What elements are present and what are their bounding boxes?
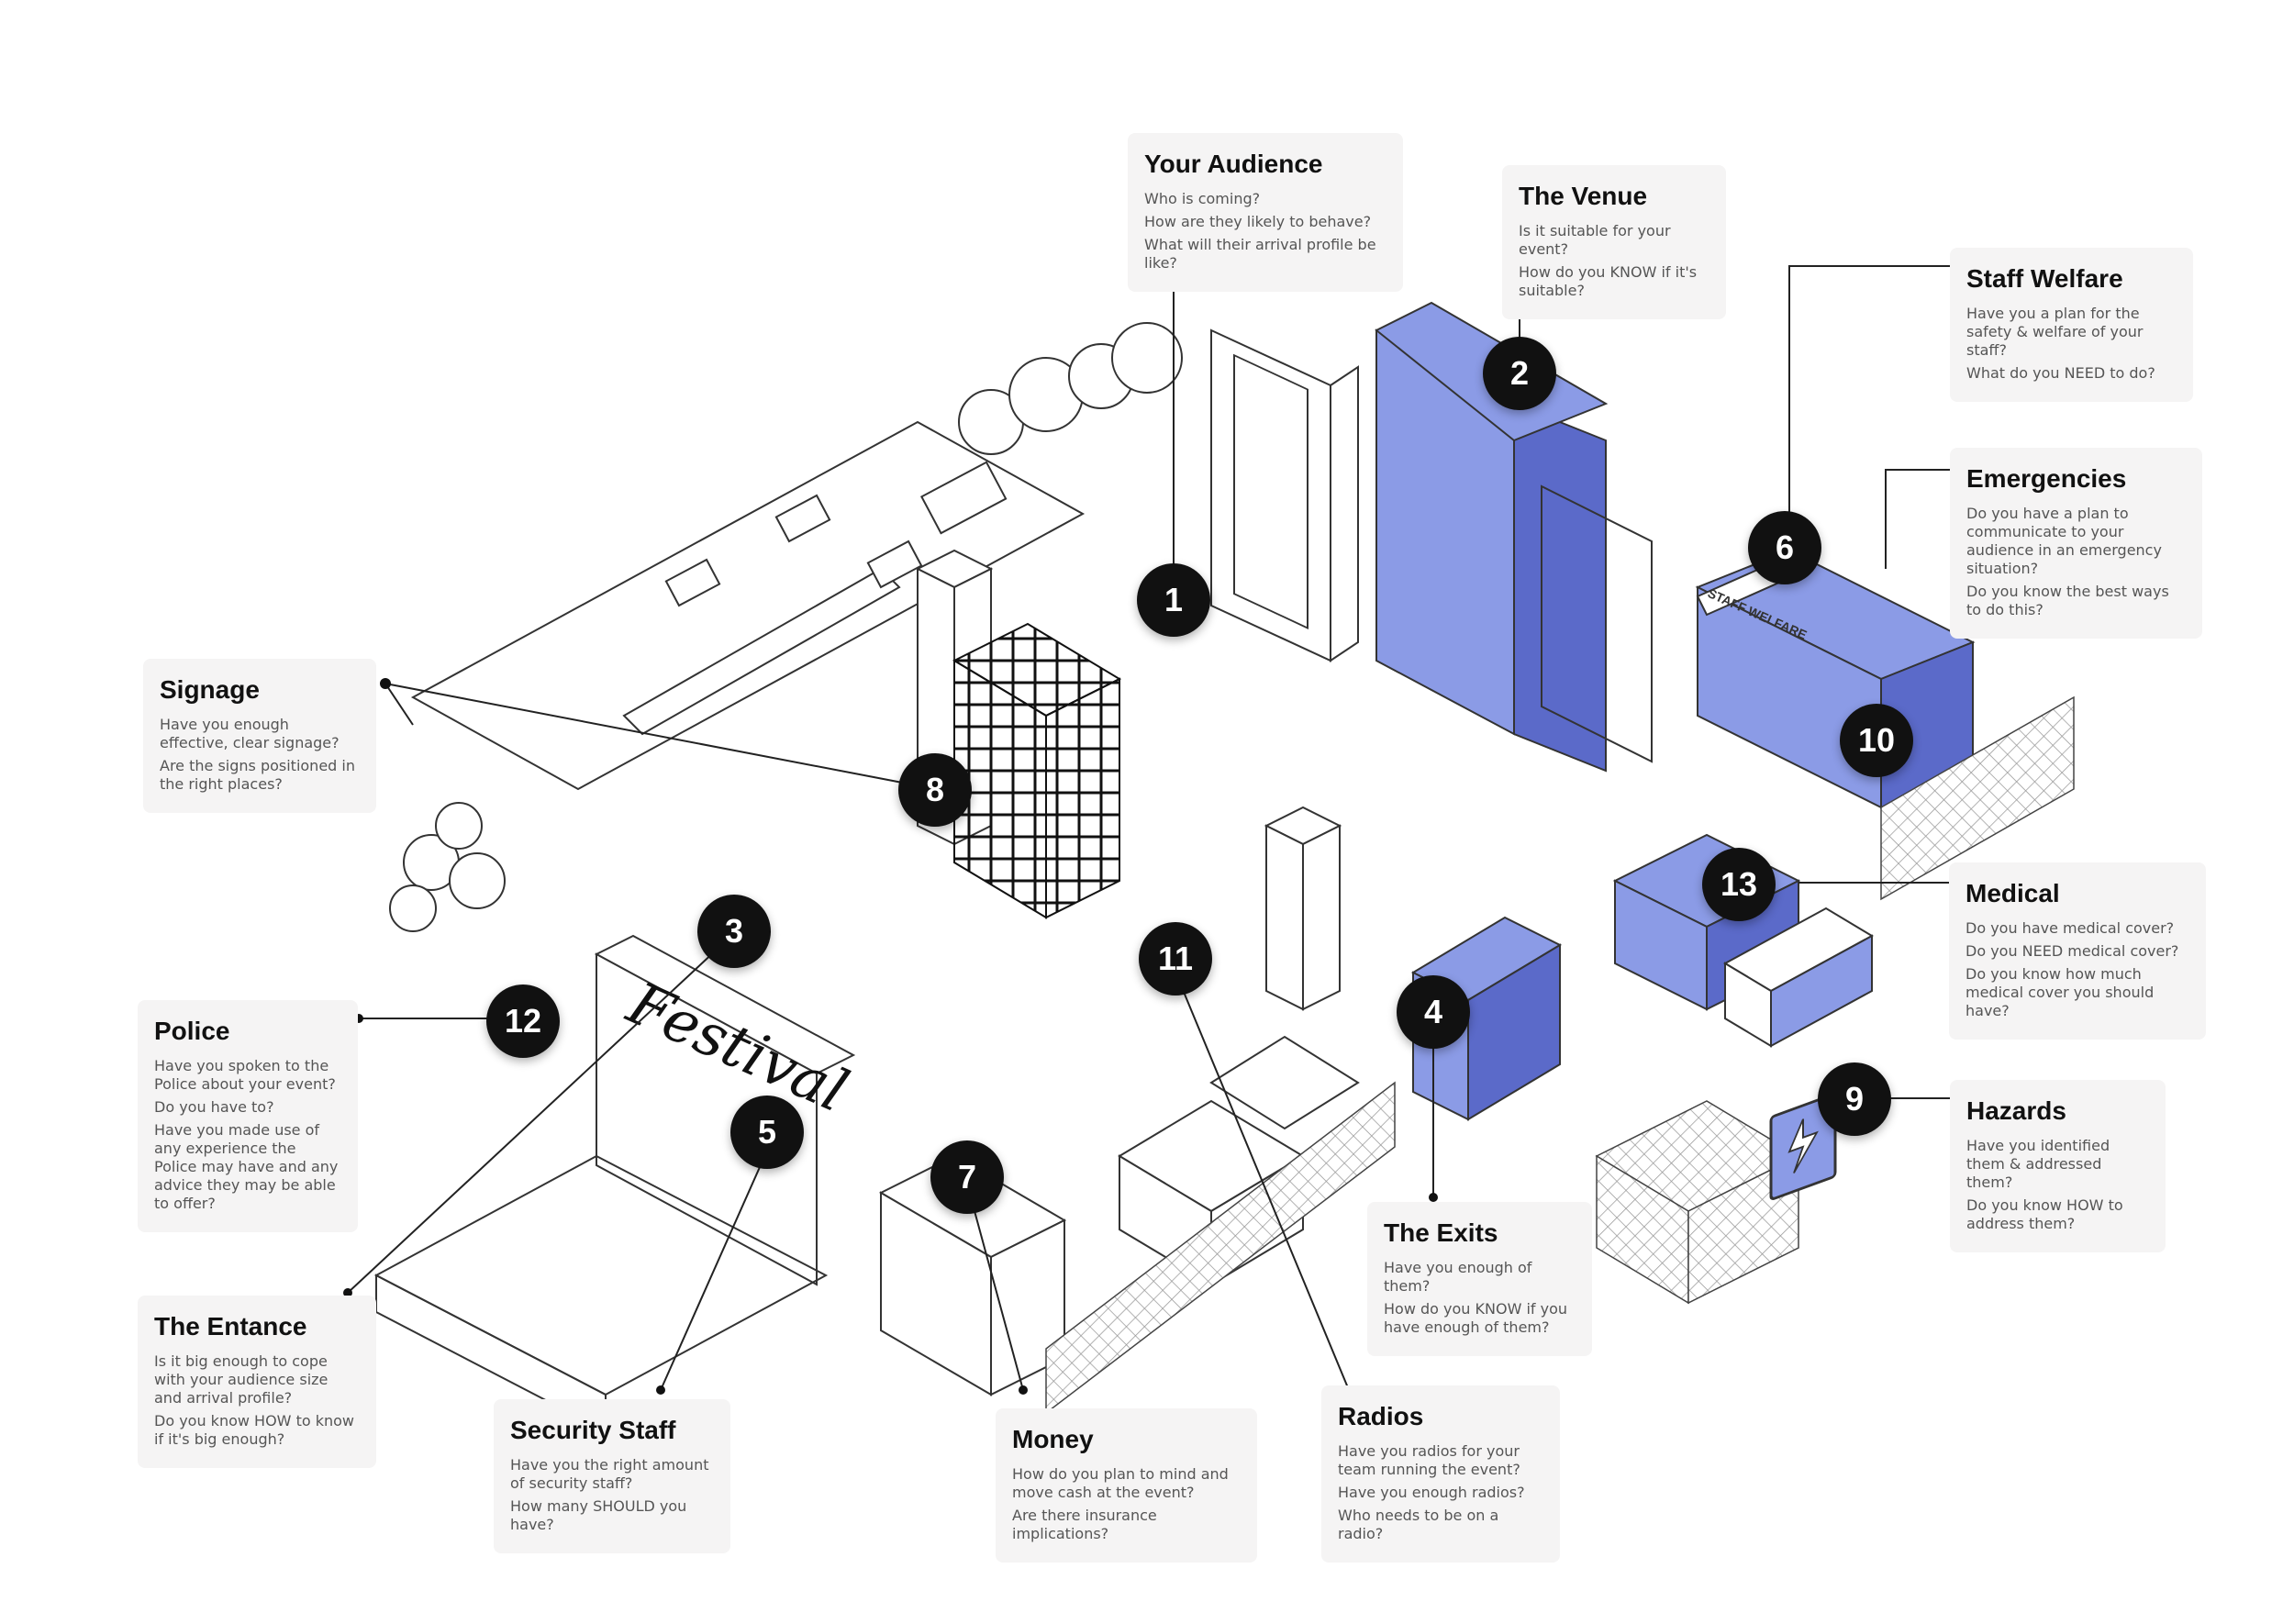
card-line: Do you know how much medical cover you s… [1965,965,2155,1019]
card-line: Is it suitable for your event? [1519,222,1671,258]
card-line: Have you identified them & addressed the… [1966,1137,2110,1191]
marker-5: 5 [730,1096,804,1169]
card-title: Medical [1965,879,2060,907]
card-line: What do you NEED to do? [1966,364,2155,382]
card-line: Have you spoken to the Police about your… [154,1057,336,1093]
marker-7: 7 [930,1140,1004,1214]
trees-left [389,802,506,932]
parking-area [410,420,1086,791]
card-your-audience: Your Audience Who is coming? How are the… [1128,133,1403,292]
card-line: How do you plan to mind and move cash at… [1012,1465,1229,1501]
card-hazards: Hazards Have you identified them & addre… [1950,1080,2166,1252]
card-line: How do you KNOW if you have enough of th… [1384,1300,1568,1336]
card-line: Do you have medical cover? [1965,919,2175,937]
ambulance [1722,907,1875,1048]
card-title: The Venue [1519,182,1648,210]
card-title: Emergencies [1966,464,2127,493]
welfare-building: STAFF WELFARE [1695,549,1976,809]
card-line: Do you NEED medical cover? [1965,942,2179,960]
marker-1: 1 [1137,563,1210,637]
card-title: Money [1012,1425,1094,1453]
card-line: What will their arrival profile be like? [1144,236,1376,272]
card-title: Signage [160,675,260,704]
card-title: The Exits [1384,1218,1498,1247]
scaffold-structure [952,622,1122,919]
marker-8: 8 [898,753,972,827]
card-line: Have you made use of any experience the … [154,1121,339,1212]
fence-bottom-center [1045,1081,1396,1415]
marker-10: 10 [1840,704,1913,777]
card-line: Who needs to be on a radio? [1338,1507,1499,1542]
marker-11: 11 [1139,922,1212,996]
card-title: Hazards [1966,1096,2066,1125]
entrance-arch: Festival [594,934,857,1286]
card-title: Your Audience [1144,150,1323,178]
card-line: Do you know HOW to address them? [1966,1196,2123,1232]
card-police: Police Have you spoken to the Police abo… [138,1000,358,1232]
card-line: Have you enough radios? [1338,1484,1525,1501]
card-radios: Radios Have you radios for your team run… [1321,1385,1560,1563]
card-the-entance: The Entance Is it big enough to cope wit… [138,1296,376,1468]
card-line: Are there insurance implications? [1012,1507,1157,1542]
card-line: How are they likely to behave? [1144,213,1372,230]
card-line: Do you know HOW to know if it's big enou… [154,1412,355,1448]
card-title: Radios [1338,1402,1424,1430]
marker-6: 6 [1748,511,1821,584]
marker-12: 12 [486,984,560,1058]
hazard-enclosure [1595,1093,1837,1305]
marker-2: 2 [1483,337,1556,410]
card-line: Have you the right amount of security st… [510,1456,709,1492]
trees-top [958,322,1183,455]
card-line: Is it big enough to cope with your audie… [154,1352,329,1407]
card-title: Police [154,1017,230,1045]
marker-13: 13 [1702,848,1776,921]
card-security-staff: Security Staff Have you the right amount… [494,1399,730,1553]
marker-3: 3 [697,895,771,968]
card-line: Are the signs positioned in the right pl… [160,757,355,793]
card-line: Who is coming? [1144,190,1261,207]
card-line: Do you have a plan to communicate to you… [1966,505,2162,577]
card-staff-welfare: Staff Welfare Have you a plan for the sa… [1950,248,2193,402]
card-line: Have you radios for your team running th… [1338,1442,1520,1478]
card-the-venue: The Venue Is it suitable for your event?… [1502,165,1726,319]
card-title: Security Staff [510,1416,676,1444]
marker-4: 4 [1397,975,1470,1049]
card-title: Staff Welfare [1966,264,2123,293]
card-line: How do you KNOW if it's suitable? [1519,263,1698,299]
card-line: Have you a plan for the safety & welfare… [1966,305,2144,359]
card-line: How many SHOULD you have? [510,1497,687,1533]
card-line: Have you enough effective, clear signage… [160,716,340,751]
marker-9: 9 [1818,1062,1891,1136]
big-screen [1210,328,1359,662]
fence-right [1880,695,2075,901]
leader-lines [347,265,1977,1391]
card-title: The Entance [154,1312,307,1340]
card-money: Money How do you plan to mind and move c… [996,1408,1257,1563]
card-line: Do you have to? [154,1098,274,1116]
card-the-exits: The Exits Have you enough of them? How d… [1367,1202,1592,1356]
card-emergencies: Emergencies Do you have a plan to commun… [1950,448,2202,639]
card-signage: Signage Have you enough effective, clear… [143,659,376,813]
card-medical: Medical Do you have medical cover? Do yo… [1949,862,2206,1040]
card-line: Do you know the best ways to do this? [1966,583,2169,618]
card-line: Have you enough of them? [1384,1259,1532,1295]
tower-center-right [1264,806,1342,1011]
